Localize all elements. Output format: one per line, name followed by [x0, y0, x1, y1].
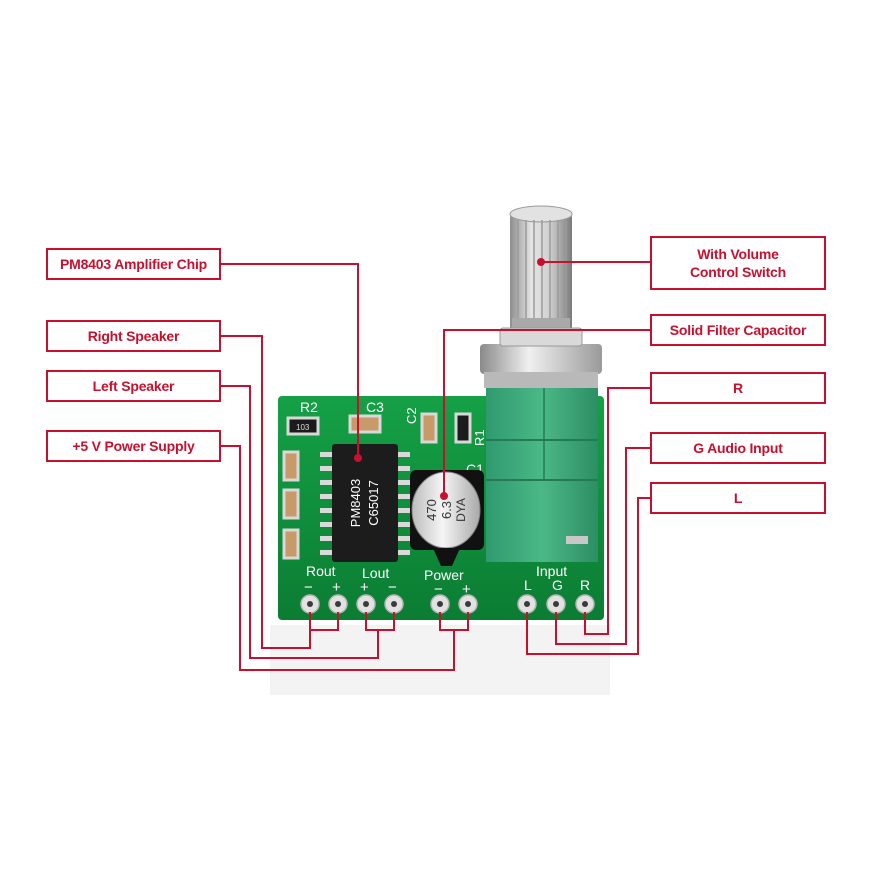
- callout-volume-line1: With Volume: [697, 246, 779, 262]
- cap-marking-1: 470: [424, 499, 439, 521]
- callout-filter-capacitor: Solid Filter Capacitor: [650, 314, 826, 346]
- silk-pin-g: G: [552, 577, 563, 593]
- resistor-code: 103: [296, 423, 310, 432]
- silk-lout: Lout: [362, 565, 389, 581]
- callout-volume-control: With Volume Control Switch: [650, 236, 826, 290]
- callout-amplifier-chip: PM8403 Amplifier Chip: [46, 248, 221, 280]
- callout-power-supply-label: +5 V Power Supply: [72, 438, 195, 454]
- chip-marking-2: C65017: [366, 480, 381, 526]
- amplifier-chip: [320, 444, 410, 562]
- leader-lines: [220, 258, 650, 671]
- silk-power-plus: +: [462, 581, 471, 598]
- callout-amplifier-chip-label: PM8403 Amplifier Chip: [60, 256, 207, 272]
- callout-input-r-label: R: [733, 380, 743, 396]
- silk-r1: R1: [472, 429, 487, 446]
- silk-c3: C3: [366, 399, 384, 415]
- silk-input: Input: [536, 563, 567, 579]
- callout-filter-capacitor-label: Solid Filter Capacitor: [669, 322, 807, 338]
- silk-power-minus: −: [434, 581, 443, 598]
- silk-r2: R2: [300, 399, 318, 415]
- silk-pin-r: R: [580, 577, 590, 593]
- silk-power: Power: [424, 567, 464, 583]
- potentiometer-body: [486, 386, 598, 562]
- callout-right-speaker: Right Speaker: [46, 320, 221, 352]
- callout-power-supply: +5 V Power Supply: [46, 430, 221, 462]
- silk-rout: Rout: [306, 563, 336, 579]
- callout-input-l: L: [650, 482, 826, 514]
- callout-left-speaker: Left Speaker: [46, 370, 221, 402]
- smd-components: [282, 412, 472, 560]
- silk-rout-minus: −: [304, 579, 313, 596]
- silk-c2: C2: [404, 407, 419, 424]
- callout-volume-line2: Control Switch: [690, 264, 786, 280]
- silk-rout-plus: +: [332, 579, 341, 596]
- callout-input-g-label: G Audio Input: [693, 440, 783, 456]
- cap-marking-2: 6.3: [439, 501, 454, 519]
- cap-marking-3: DYA: [454, 498, 468, 522]
- filter-capacitor: [410, 470, 484, 566]
- callout-right-speaker-label: Right Speaker: [87, 328, 180, 344]
- chip-marking-1: PM8403: [348, 479, 363, 527]
- callout-input-r: R: [650, 372, 826, 404]
- silk-lout-plus: +: [360, 579, 369, 596]
- callout-left-speaker-label: Left Speaker: [92, 378, 175, 394]
- silk-pin-l: L: [524, 577, 532, 593]
- callout-input-g: G Audio Input: [650, 432, 826, 464]
- silk-lout-minus: −: [388, 579, 397, 596]
- callout-input-l-label: L: [733, 490, 743, 506]
- potentiometer-nut: [480, 344, 602, 374]
- board-reflection: [270, 625, 610, 695]
